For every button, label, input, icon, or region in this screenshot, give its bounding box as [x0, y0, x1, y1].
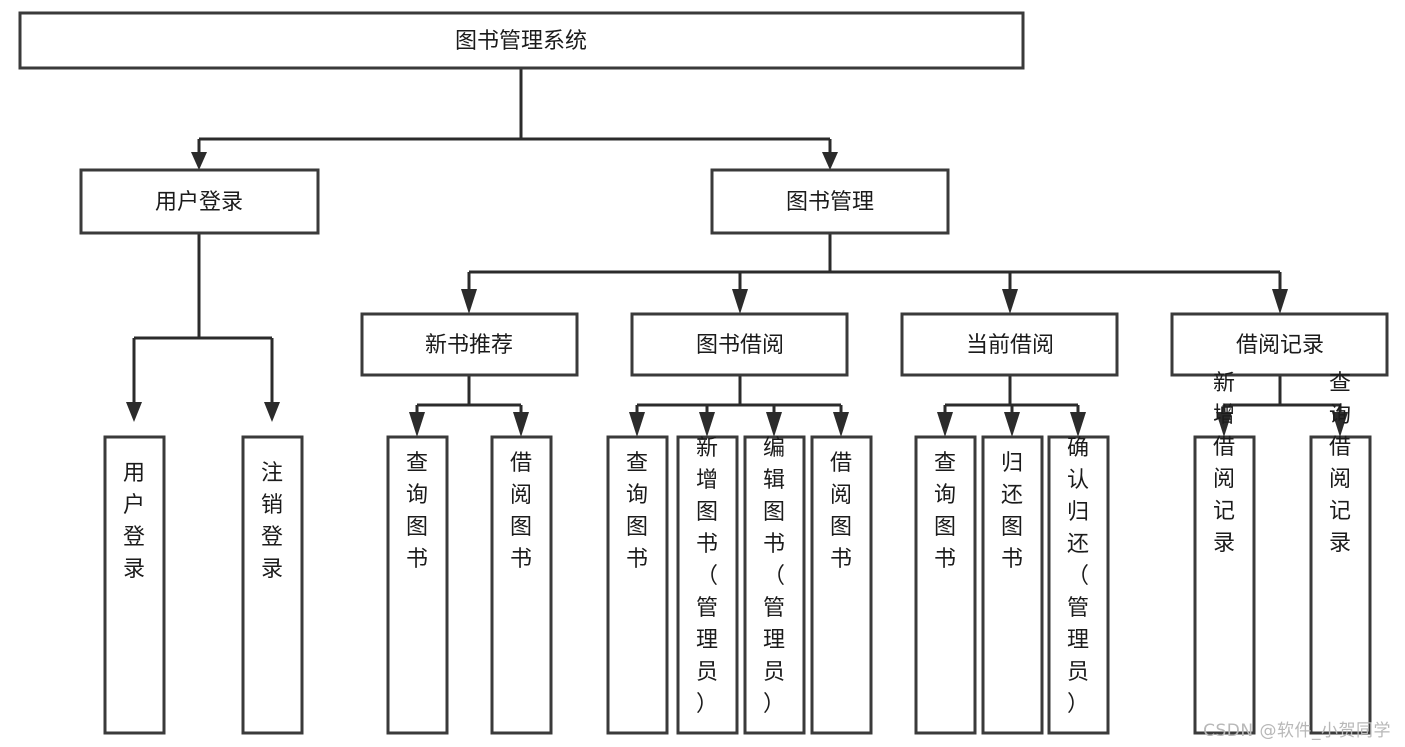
leaf-current-1-box[interactable]	[914, 435, 977, 735]
leaf-records-2[interactable]: 查询借阅记录	[1309, 371, 1372, 735]
leaf-user-login-2-label: 注销登录	[261, 461, 283, 582]
arrow-head-root-to-book	[822, 152, 838, 170]
leaf-user-login-2[interactable]: 注销登录	[241, 435, 304, 735]
arrow-head-borrow-l4	[833, 412, 849, 437]
arrow-head-user-leaf1	[126, 402, 142, 422]
leaf-current-1[interactable]: 查询图书	[914, 435, 977, 735]
node-current-borrow[interactable]: 当前借阅	[900, 312, 1119, 377]
csdn-watermark: CSDN @软件_小贺同学	[1203, 721, 1391, 741]
leaf-recommend-1-box[interactable]	[386, 435, 449, 735]
leaf-current-2[interactable]: 归还图书	[981, 435, 1044, 735]
arrow-head-borrow-l2	[699, 412, 715, 437]
arrow-head-records-l1	[1216, 412, 1232, 437]
node-book-management-label: 图书管理	[786, 190, 874, 215]
leaf-user-login-1[interactable]: 用户登录	[103, 435, 166, 735]
arrow-head-book-c2	[732, 289, 748, 314]
node-borrow-records-label: 借阅记录	[1236, 333, 1324, 358]
node-borrow-records-box[interactable]	[1170, 312, 1389, 377]
leaf-borrow-4[interactable]: 借阅图书	[810, 435, 873, 735]
arrow-head-book-c4	[1272, 289, 1288, 314]
leaf-records-2-label: 查询借阅记录	[1329, 371, 1351, 556]
leaf-recommend-2-label: 借阅图书	[510, 451, 532, 572]
leaf-borrow-2-box[interactable]	[676, 435, 739, 735]
arrow-head-borrow-l1	[629, 412, 645, 437]
arrow-head-rec-l2	[513, 412, 529, 437]
leaf-borrow-4-label: 借阅图书	[830, 451, 852, 572]
leaf-borrow-3[interactable]: 编辑图书（管理员）	[743, 435, 806, 735]
node-book-management-box[interactable]	[710, 168, 950, 235]
node-user-login-label: 用户登录	[155, 190, 243, 215]
arrow-head-user-leaf2	[264, 402, 280, 422]
node-root-label: 图书管理系统	[455, 29, 587, 54]
node-current-borrow-box[interactable]	[900, 312, 1119, 377]
arrow-head-current-l1	[937, 412, 953, 437]
node-user-login[interactable]: 用户登录	[79, 168, 320, 235]
node-book-borrow[interactable]: 图书借阅	[630, 312, 849, 377]
leaf-recommend-2[interactable]: 借阅图书	[490, 435, 553, 735]
leaf-records-1-box[interactable]	[1193, 435, 1256, 735]
leaf-borrow-3-box[interactable]	[743, 435, 806, 735]
arrow-head-root-to-user	[191, 152, 207, 170]
node-new-book-recommend-label: 新书推荐	[425, 333, 513, 358]
leaf-user-login-1-label: 用户登录	[123, 461, 145, 582]
leaf-current-3-box[interactable]	[1047, 435, 1110, 735]
node-borrow-records[interactable]: 借阅记录	[1170, 312, 1389, 377]
node-book-borrow-box[interactable]	[630, 312, 849, 377]
leaf-user-login-1-box[interactable]	[103, 435, 166, 735]
arrow-head-book-c1	[461, 289, 477, 314]
arrow-head-book-c3	[1002, 289, 1018, 314]
node-new-book-recommend[interactable]: 新书推荐	[360, 312, 579, 377]
arrow-head-current-l3	[1070, 412, 1086, 437]
leaf-recommend-1-label: 查询图书	[406, 451, 428, 572]
leaf-current-3[interactable]: 确认归还（管理员）	[1047, 435, 1110, 735]
leaf-current-3-label: 确认归还（管理员）	[1067, 436, 1089, 717]
arrow-head-rec-l1	[409, 412, 425, 437]
leaf-current-1-label: 查询图书	[934, 451, 956, 572]
leaf-borrow-4-box[interactable]	[810, 435, 873, 735]
leaf-borrow-2[interactable]: 新增图书（管理员）	[676, 435, 739, 735]
leaf-current-2-box[interactable]	[981, 435, 1044, 735]
node-new-book-recommend-box[interactable]	[360, 312, 579, 377]
leaf-user-login-2-box[interactable]	[241, 435, 304, 735]
leaf-records-1-label: 新增借阅记录	[1213, 371, 1235, 556]
leaf-records-1[interactable]: 新增借阅记录	[1193, 371, 1256, 735]
node-root[interactable]: 图书管理系统	[18, 11, 1025, 70]
leaf-records-2-box[interactable]	[1309, 435, 1372, 735]
leaf-borrow-1-label: 查询图书	[626, 451, 648, 572]
leaf-borrow-1[interactable]: 查询图书	[606, 435, 669, 735]
arrow-head-borrow-l3	[766, 412, 782, 437]
leaf-borrow-2-label: 新增图书（管理员）	[696, 436, 718, 717]
leaf-recommend-1[interactable]: 查询图书	[386, 435, 449, 735]
leaf-recommend-2-box[interactable]	[490, 435, 553, 735]
arrow-head-records-l2	[1332, 412, 1348, 437]
node-book-management[interactable]: 图书管理	[710, 168, 950, 235]
leaf-current-2-label: 归还图书	[1001, 451, 1023, 572]
node-user-login-box[interactable]	[79, 168, 320, 235]
arrow-head-current-l2	[1004, 412, 1020, 437]
connectors-group	[126, 68, 1348, 437]
node-root-box[interactable]	[18, 11, 1025, 70]
node-current-borrow-label: 当前借阅	[966, 333, 1054, 358]
leaf-borrow-3-label: 编辑图书（管理员）	[763, 436, 785, 717]
leaf-borrow-1-box[interactable]	[606, 435, 669, 735]
node-book-borrow-label: 图书借阅	[696, 333, 784, 358]
